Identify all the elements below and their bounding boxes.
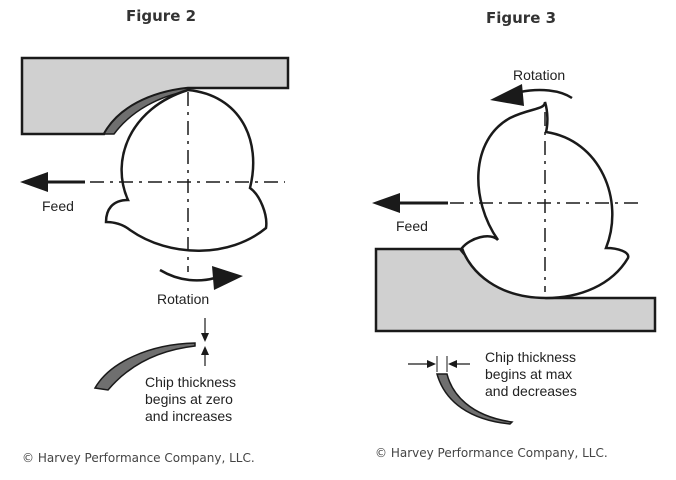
figure-3-feed-label: Feed	[396, 218, 428, 234]
thickness-arrowhead-left	[427, 360, 436, 368]
figure-2-rotation-label: Rotation	[157, 291, 210, 307]
figure-2-title: Figure 2	[126, 7, 197, 25]
figure-2-copyright: © Harvey Performance Company, LLC.	[22, 451, 255, 465]
figure-2	[20, 56, 290, 391]
thickness-arrowhead-bottom	[201, 346, 209, 355]
chip-shape	[93, 342, 196, 391]
rotation-arrow-head	[490, 84, 524, 106]
feed-arrow-head	[20, 172, 48, 192]
figure-3-title: Figure 3	[486, 9, 557, 27]
figure-3-chip-note: Chip thickness begins at max and decreas…	[485, 349, 577, 399]
thickness-arrowhead-right	[448, 360, 457, 368]
figure-2-feed-label: Feed	[42, 198, 74, 214]
figure-3	[372, 84, 657, 425]
rotation-arrow-arc	[519, 88, 573, 100]
rotation-arrow-arc	[159, 268, 216, 282]
rotation-arrow-head	[212, 266, 243, 290]
figure-2-chip-note: Chip thickness begins at zero and increa…	[145, 374, 237, 424]
figure-3-rotation-label: Rotation	[513, 67, 566, 83]
chip-shape	[436, 373, 514, 425]
figure-3-copyright: © Harvey Performance Company, LLC.	[375, 446, 608, 460]
end-mill-cutter	[104, 88, 268, 252]
feed-arrow-head	[372, 193, 400, 213]
thickness-arrowhead-top	[201, 333, 209, 342]
